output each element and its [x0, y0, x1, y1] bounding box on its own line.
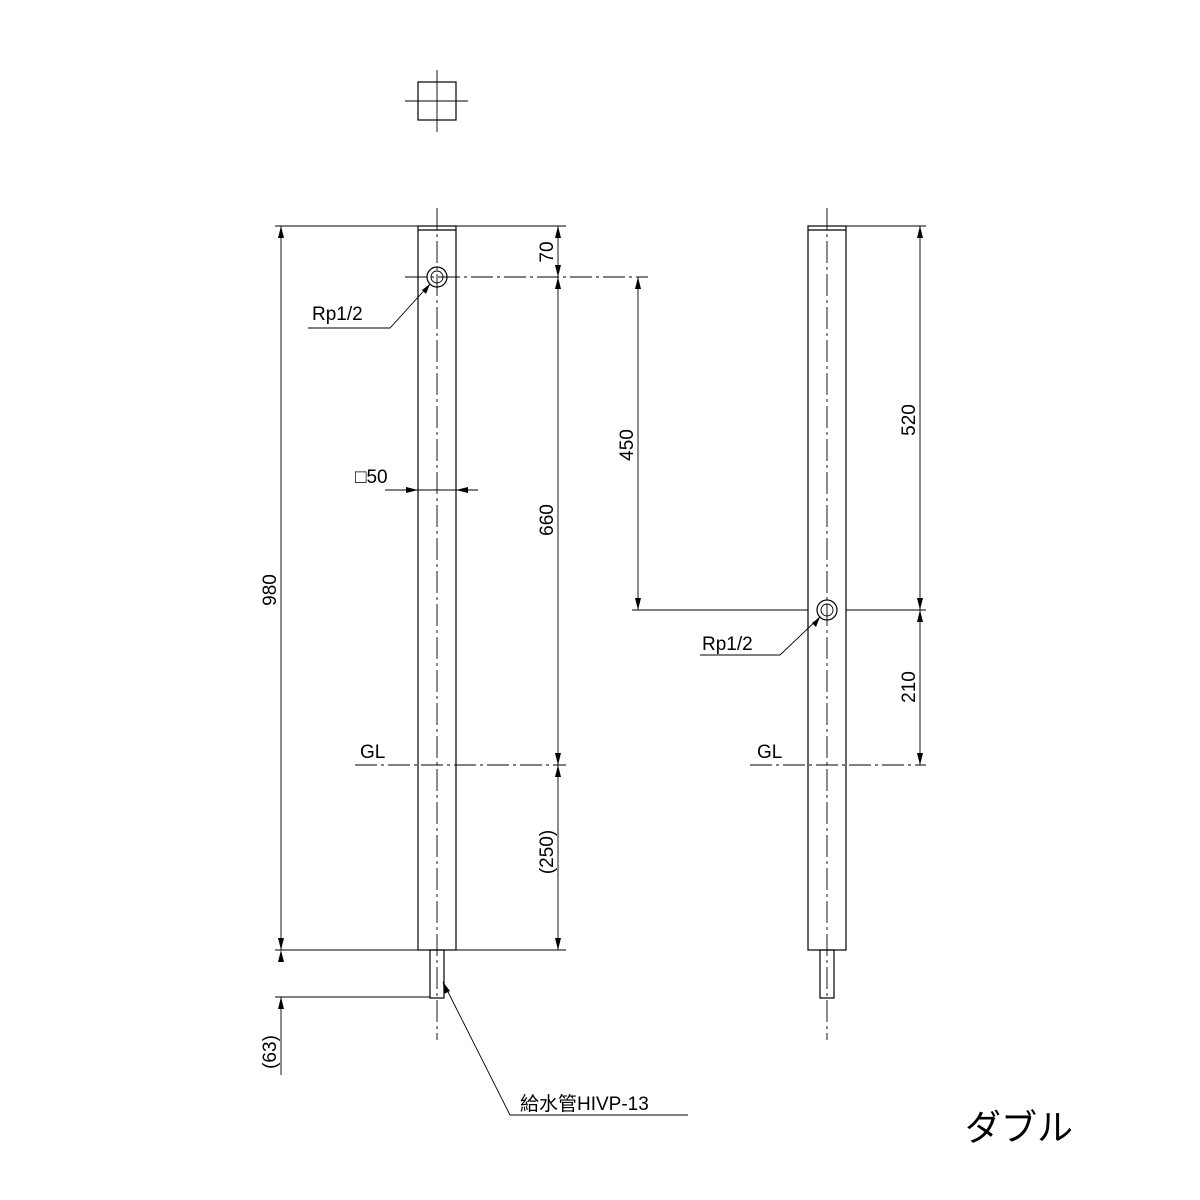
dim-63: (63)	[260, 1035, 281, 1069]
gl-label-right: GL	[757, 742, 782, 763]
width-label: □50	[355, 467, 388, 488]
dim-450: 450	[617, 429, 638, 461]
left-post	[405, 208, 648, 1040]
drawing-title: ダブル	[965, 1108, 1073, 1149]
outlet-label-right: Rp1/2	[702, 634, 753, 655]
dim-210: 210	[899, 671, 920, 703]
dim-520: 520	[899, 404, 920, 436]
dim-70: 70	[537, 241, 558, 262]
pipe-label: 給水管HIVP-13	[520, 1093, 649, 1115]
outlet-label-left: Rp1/2	[312, 304, 363, 325]
dim-660: 660	[537, 504, 558, 536]
outlet-circle	[816, 599, 838, 621]
offset-dimension: 450	[617, 277, 808, 611]
dim-980: 980	[260, 574, 281, 606]
plan-view	[405, 70, 468, 132]
left-dimensions: 980 (63) 70 660 (250) □50 GL Rp1/2 給水管HI…	[260, 225, 688, 1116]
gl-label-left: GL	[360, 742, 385, 763]
dim-250: (250)	[537, 830, 558, 874]
right-post: 520 210 GL Rp1/2	[700, 208, 926, 1040]
